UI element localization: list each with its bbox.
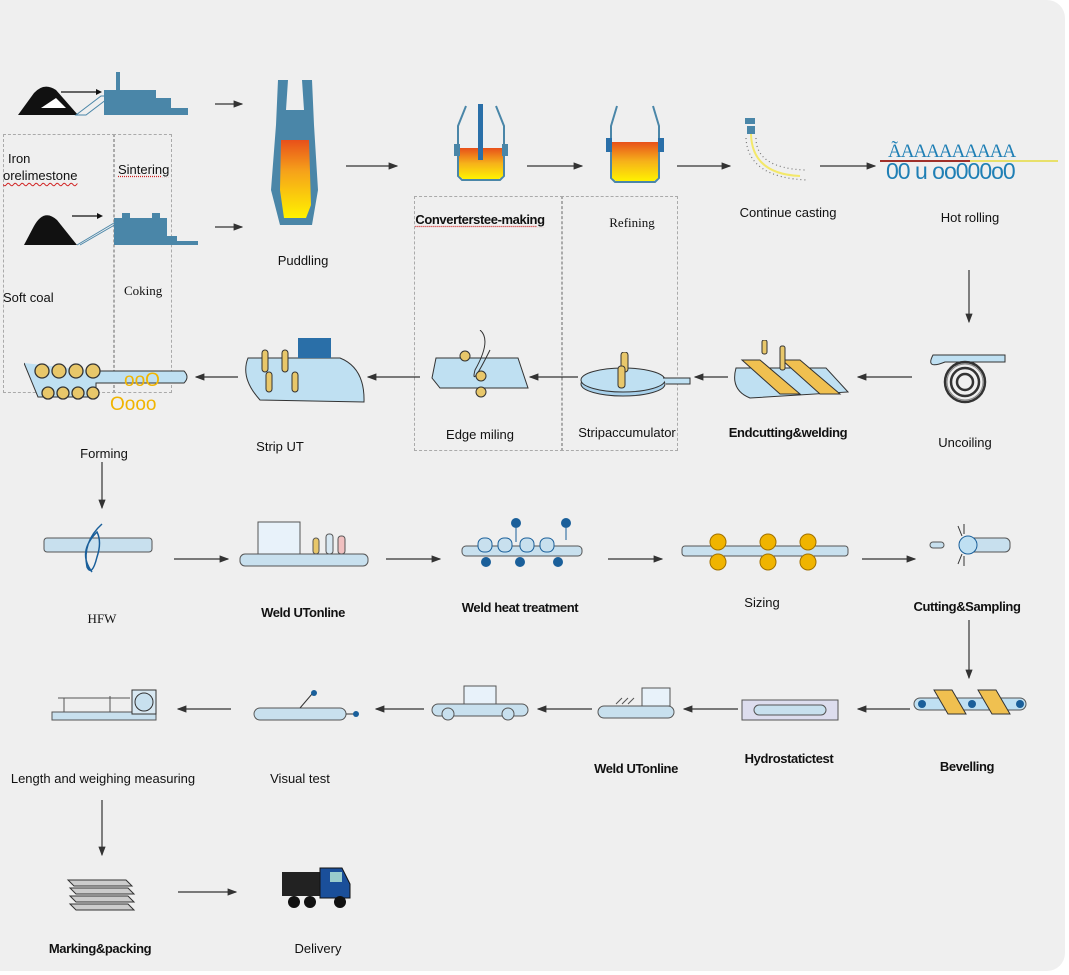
label-ore-limestone: orelimestone xyxy=(3,168,78,183)
continuous-casting-icon xyxy=(745,118,809,181)
weld-ut-online-2-station-icon xyxy=(597,687,675,719)
delivery-truck-icon xyxy=(282,867,351,908)
end-cutting-welding-icon xyxy=(734,340,850,399)
converter-icon xyxy=(454,104,508,181)
label-weld-ut-online-2: Weld UTonline xyxy=(594,761,678,776)
label-sintering: Sintering xyxy=(118,162,170,177)
strip-accumulator-icon xyxy=(580,352,691,397)
visual-test-icon xyxy=(253,690,359,721)
weld-ut-online-2-icon xyxy=(431,685,529,721)
blast-furnace-icon xyxy=(271,80,318,225)
label-soft-coal: Soft coal xyxy=(3,290,54,305)
edge-milling-icon xyxy=(431,330,529,398)
label-bevelling: Bevelling xyxy=(939,759,995,774)
label-marking-packing: Marking&packing xyxy=(48,941,152,956)
hot-rolling-icon xyxy=(880,160,1058,162)
label-continue-casting: Continue casting xyxy=(739,205,837,220)
weld-ut-online-icon xyxy=(239,521,369,567)
sizing-icon xyxy=(681,533,849,571)
hfw-icon xyxy=(43,523,153,573)
label-uncoiling: Uncoiling xyxy=(938,435,992,450)
cutting-sampling-icon xyxy=(929,524,1011,566)
label-hot-rolling: Hot rolling xyxy=(940,210,1000,225)
label-coking: Coking xyxy=(124,283,163,298)
length-weighing-icon xyxy=(51,689,157,721)
label-length-weighing: Length and weighing measuring xyxy=(10,771,196,786)
label-refining: Refining xyxy=(609,215,655,230)
label-sizing: Sizing xyxy=(744,595,780,610)
label-cutting-sampling: Cutting&Sampling xyxy=(913,599,1021,614)
label-strip-ut: Strip UT xyxy=(256,439,304,454)
label-weld-ut-online-1: Weld UTonline xyxy=(261,605,345,620)
label-visual-test: Visual test xyxy=(270,771,330,786)
uncoiling-icon xyxy=(930,354,1006,404)
label-puddling: Puddling xyxy=(277,253,329,268)
forming-rolls-glyphs-2: Oooo xyxy=(110,394,157,415)
label-edge-milling: Edge miling xyxy=(446,427,514,442)
label-weld-heat-treatment: Weld heat treatment xyxy=(461,600,579,615)
label-forming: Forming xyxy=(80,446,128,461)
hot-rolling-stands-bottom: 00 u oo000o0 xyxy=(886,158,1016,184)
label-strip-accumulator: Stripaccumulator xyxy=(578,425,676,440)
processing-group-box xyxy=(113,134,172,393)
label-end-cutting-welding: Endcutting&welding xyxy=(728,425,848,440)
label-hydrostatic-test: Hydrostatictest xyxy=(744,751,834,766)
bevelling-icon xyxy=(913,689,1027,715)
steelmaking-group-box xyxy=(414,196,563,451)
label-iron: Iron xyxy=(8,151,31,166)
label-delivery: Delivery xyxy=(294,941,342,956)
hydrostatic-test-icon xyxy=(741,699,839,721)
ladle-refining-icon xyxy=(606,105,664,183)
refining-group-box xyxy=(561,196,678,451)
forming-rolls-glyphs-1: ooO xyxy=(124,370,160,391)
forming-rolls-icon xyxy=(24,362,188,400)
sintering-plant-icon xyxy=(18,72,188,116)
weld-heat-treatment-icon xyxy=(461,518,583,567)
packing-stack-icon xyxy=(66,879,136,911)
strip-ut-icon xyxy=(245,338,365,403)
hot-rolling-stands-top: ÃAAAAAAAAA xyxy=(888,141,1016,162)
label-hfw: HFW xyxy=(87,611,117,626)
label-converter-steelmaking: Converterstee-making xyxy=(415,212,545,227)
coking-plant-icon xyxy=(24,213,198,246)
